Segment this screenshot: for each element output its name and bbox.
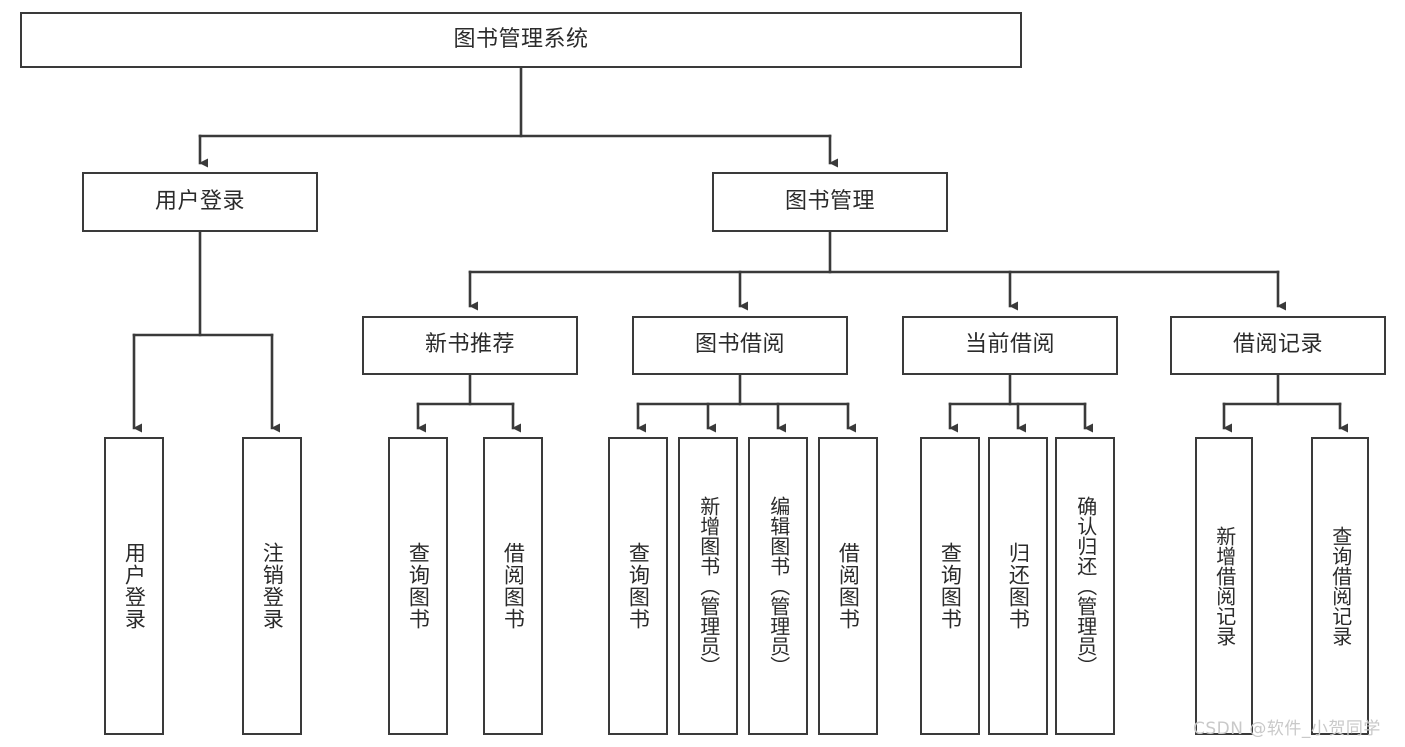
leaf-user-login-signin[interactable]: 用户登录 xyxy=(104,437,164,735)
node-label: 当前借阅 xyxy=(964,332,1055,358)
node-book-management[interactable]: 图书管理 xyxy=(712,172,948,232)
node-label: 图书借阅 xyxy=(694,332,785,358)
leaf-borrowrecord-query[interactable]: 查询借阅记录 xyxy=(1311,437,1369,735)
leaf-currentborrow-query[interactable]: 查询图书 xyxy=(920,437,980,735)
node-label: 确认归还（管理员） xyxy=(1073,496,1098,676)
node-label: 新增借阅记录 xyxy=(1212,526,1237,646)
leaf-bookborrow-borrow[interactable]: 借阅图书 xyxy=(818,437,878,735)
node-label: 查询借阅记录 xyxy=(1328,526,1353,646)
node-label: 用户登录 xyxy=(122,542,147,630)
node-label: 图书管理 xyxy=(784,188,875,214)
node-label: 查询图书 xyxy=(626,542,651,630)
node-label: 新书推荐 xyxy=(424,332,515,358)
node-label: 借阅记录 xyxy=(1232,332,1323,358)
leaf-bookborrow-query[interactable]: 查询图书 xyxy=(608,437,668,735)
csdn-watermark: CSDN @软件_小贺同学 xyxy=(1193,719,1381,739)
node-label: 借阅图书 xyxy=(501,542,526,630)
node-label: 查询图书 xyxy=(938,542,963,630)
leaf-newbook-query[interactable]: 查询图书 xyxy=(388,437,448,735)
leaf-currentborrow-confirm-admin[interactable]: 确认归还（管理员） xyxy=(1055,437,1115,735)
node-label: 归还图书 xyxy=(1006,542,1031,630)
node-current-borrow[interactable]: 当前借阅 xyxy=(902,316,1118,375)
leaf-bookborrow-edit-admin[interactable]: 编辑图书（管理员） xyxy=(748,437,808,735)
node-label: 新增图书（管理员） xyxy=(696,496,721,676)
leaf-borrowrecord-add[interactable]: 新增借阅记录 xyxy=(1195,437,1253,735)
node-root-system[interactable]: 图书管理系统 xyxy=(20,12,1022,68)
node-label: 查询图书 xyxy=(406,542,431,630)
node-book-borrow[interactable]: 图书借阅 xyxy=(632,316,848,375)
node-new-book-recommend[interactable]: 新书推荐 xyxy=(362,316,578,375)
leaf-currentborrow-return[interactable]: 归还图书 xyxy=(988,437,1048,735)
leaf-newbook-borrow[interactable]: 借阅图书 xyxy=(483,437,543,735)
leaf-bookborrow-add-admin[interactable]: 新增图书（管理员） xyxy=(678,437,738,735)
node-user-login[interactable]: 用户登录 xyxy=(82,172,318,232)
node-label: 编辑图书（管理员） xyxy=(766,496,791,676)
node-borrow-record[interactable]: 借阅记录 xyxy=(1170,316,1386,375)
node-label: 图书管理系统 xyxy=(453,26,589,52)
leaf-user-login-signout[interactable]: 注销登录 xyxy=(242,437,302,735)
node-label: 注销登录 xyxy=(260,542,285,630)
node-label: 用户登录 xyxy=(154,188,245,214)
node-label: 借阅图书 xyxy=(836,542,861,630)
